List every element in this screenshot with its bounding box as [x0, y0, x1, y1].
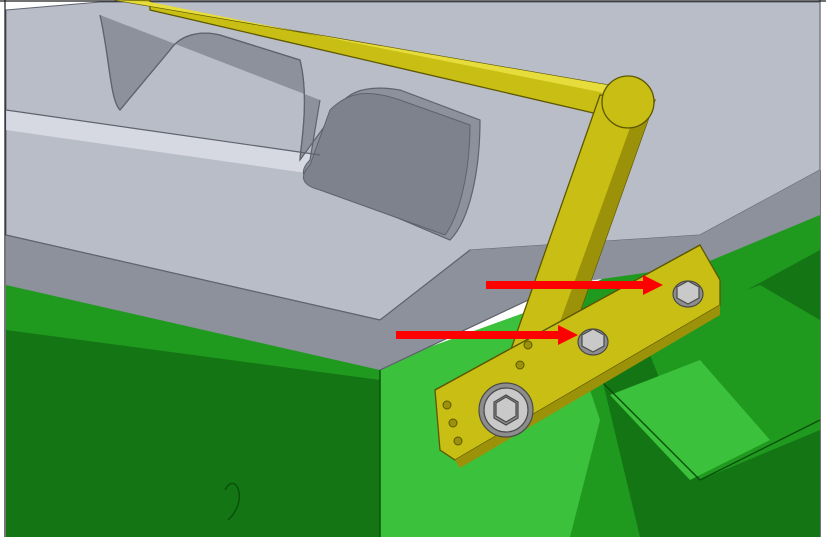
- bolt-upper: [672, 280, 704, 308]
- arrow-lower: [396, 325, 578, 345]
- bolt-lower: [577, 328, 609, 356]
- arrow-upper: [486, 275, 663, 295]
- bolt-pivot: [478, 382, 534, 438]
